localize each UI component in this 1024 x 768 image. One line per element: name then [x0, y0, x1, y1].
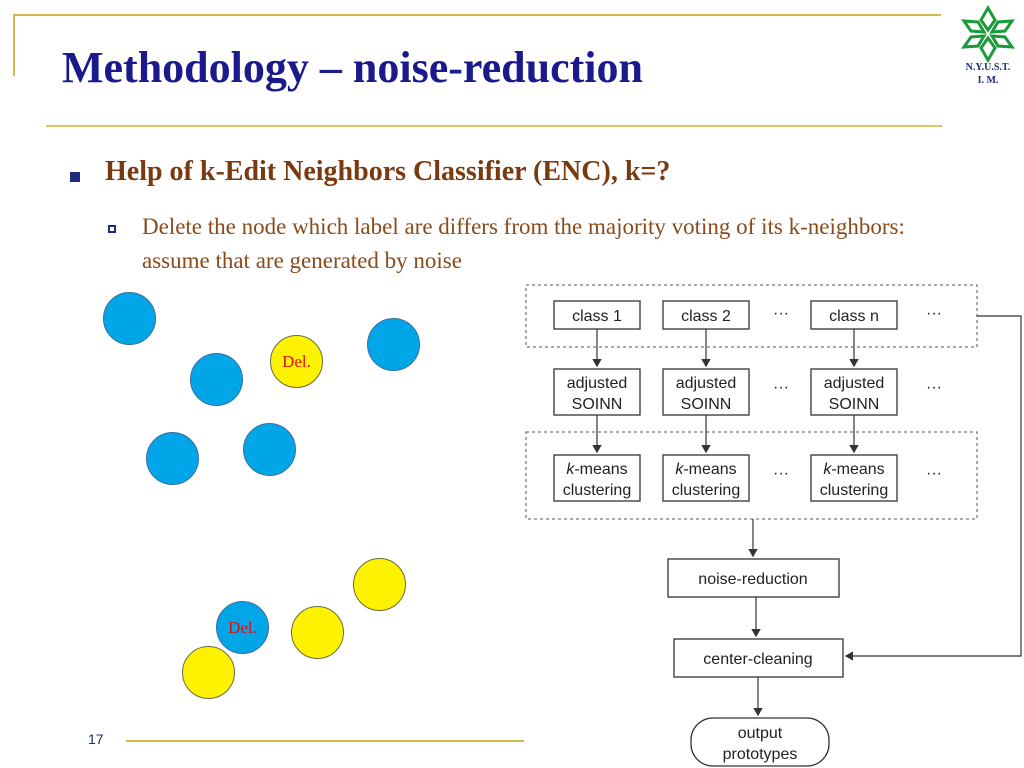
output-label-line1: output: [738, 725, 783, 742]
kmeans-label-line2: clustering: [672, 482, 740, 499]
kmeans-k: k: [823, 461, 832, 478]
kmeans-k: k: [566, 461, 575, 478]
yellow-node: [291, 606, 344, 659]
footer-divider: [126, 740, 524, 742]
class-box: [810, 300, 898, 330]
blue-node-deleted: Del.: [216, 601, 269, 654]
blue-node: [103, 292, 156, 345]
yellow-node: [353, 558, 406, 611]
noise-reduction-box: [667, 558, 840, 598]
logo-caption-line1: N.Y.U.S.T.: [965, 62, 1011, 73]
center-cleaning-label: center-cleaning: [703, 651, 812, 668]
soinn-box: [553, 368, 641, 416]
soinn-label-line1: adjusted: [567, 375, 628, 392]
top-border: [13, 14, 941, 16]
bypass-arrow: [844, 315, 1022, 661]
ellipsis: ···: [926, 379, 942, 396]
blue-node: [190, 353, 243, 406]
soinn-label-line2: SOINN: [681, 396, 732, 413]
del-label: Del.: [228, 617, 257, 637]
kmeans-label-line1: k-means: [566, 461, 627, 478]
bullet-heading: Help of k-Edit Neighbors Classifier (ENC…: [105, 156, 671, 187]
slide-title: Methodology – noise-reduction: [62, 43, 643, 92]
soinn-box: [810, 368, 898, 416]
kmeans-group-box: [525, 431, 978, 520]
kmeans-suffix: -means: [831, 461, 884, 478]
class-label: class n: [829, 308, 879, 325]
output-label-line2: prototypes: [723, 746, 798, 763]
ellipsis: ···: [773, 465, 789, 482]
kmeans-suffix: -means: [574, 461, 627, 478]
yellow-node-deleted: Del.: [270, 335, 323, 388]
nyust-logo-icon: [960, 5, 1016, 63]
yellow-node: [182, 646, 235, 699]
blue-node: [367, 318, 420, 371]
class-box: [553, 300, 641, 330]
ellipsis: ···: [773, 379, 789, 396]
kmeans-label-line1: k-means: [675, 461, 736, 478]
noise-reduction-label: noise-reduction: [698, 571, 807, 588]
kmeans-k: k: [675, 461, 684, 478]
ellipsis: ···: [926, 465, 942, 482]
soinn-label-line1: adjusted: [676, 375, 737, 392]
blue-node: [243, 423, 296, 476]
logo-caption-line2: I. M.: [977, 75, 999, 86]
class-box: [662, 300, 750, 330]
title-divider: [46, 125, 942, 127]
kmeans-label-line2: clustering: [563, 482, 631, 499]
blue-node: [146, 432, 199, 485]
ellipsis: ···: [773, 305, 789, 322]
kmeans-suffix: -means: [683, 461, 736, 478]
kmeans-box: [553, 454, 641, 502]
class-label: class 1: [572, 308, 622, 325]
class-label: class 2: [681, 308, 731, 325]
del-label: Del.: [282, 351, 311, 371]
kmeans-label-line1: k-means: [823, 461, 884, 478]
left-border: [13, 14, 15, 76]
kmeans-box: [662, 454, 750, 502]
soinn-label-line2: SOINN: [829, 396, 880, 413]
logo-caption: N.Y.U.S.T. I. M.: [948, 61, 1024, 87]
bullet-square-icon: [70, 172, 80, 182]
sub-bullet-text: Delete the node which label are differs …: [142, 214, 905, 273]
ellipsis: ···: [926, 305, 942, 322]
soinn-box: [662, 368, 750, 416]
soinn-label-line2: SOINN: [572, 396, 623, 413]
soinn-label-line1: adjusted: [824, 375, 885, 392]
kmeans-box: [810, 454, 898, 502]
sub-bullet-hollow-square-icon: [108, 225, 116, 233]
page-number: 17: [88, 731, 104, 747]
kmeans-label-line2: clustering: [820, 482, 888, 499]
output-box: [690, 717, 830, 767]
